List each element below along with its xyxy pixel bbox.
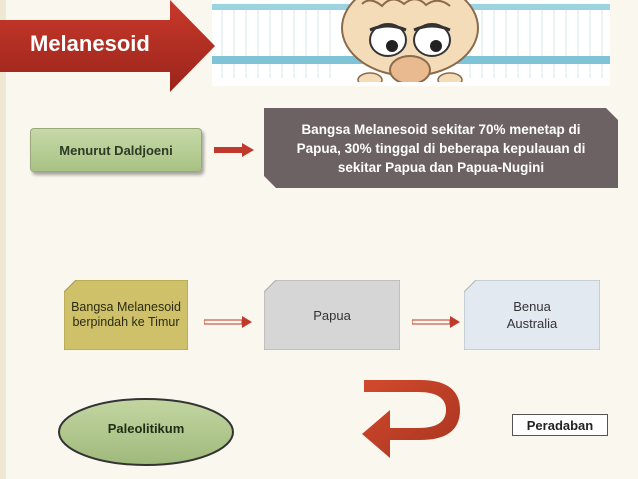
curved-return-arrow-icon bbox=[362, 380, 460, 458]
paleolitikum-label: Paleolitikum bbox=[107, 421, 185, 436]
info-text: Bangsa Melanesoid sekitar 70% menetap di… bbox=[296, 121, 586, 175]
paleolitikum-oval bbox=[58, 398, 234, 466]
info-box-background bbox=[264, 108, 618, 188]
flow-step-papua-text: Papua bbox=[313, 307, 351, 323]
peradaban-label: Peradaban bbox=[512, 414, 608, 436]
source-label-box: Menurut Daldjoeni bbox=[30, 128, 202, 172]
info-box: Bangsa Melanesoid sekitar 70% menetap di… bbox=[264, 108, 618, 188]
slide-title: Melanesoid bbox=[30, 31, 150, 56]
right-arrow-icon bbox=[214, 143, 254, 157]
peeking-cartoon-face-icon bbox=[212, 0, 610, 86]
left-border-strip bbox=[0, 0, 6, 479]
right-arrow-icon bbox=[204, 316, 252, 328]
flow-step-australia: Benua Australia bbox=[464, 280, 600, 350]
right-arrow-icon bbox=[412, 316, 460, 328]
title-arrow-shape bbox=[0, 0, 215, 92]
flow-step-migration-text: Bangsa Melanesoid berpindah ke Timur bbox=[71, 300, 181, 329]
source-label-text: Menurut Daldjoeni bbox=[59, 142, 173, 158]
flow-step-migration-background bbox=[64, 280, 188, 350]
flow-step-migration: Bangsa Melanesoid berpindah ke Timur bbox=[64, 280, 188, 350]
flow-step-australia-text: Benua Australia bbox=[506, 299, 558, 331]
flow-step-australia-background bbox=[464, 280, 600, 350]
flow-step-papua: Papua bbox=[264, 280, 400, 350]
flow-step-papua-background bbox=[264, 280, 400, 350]
